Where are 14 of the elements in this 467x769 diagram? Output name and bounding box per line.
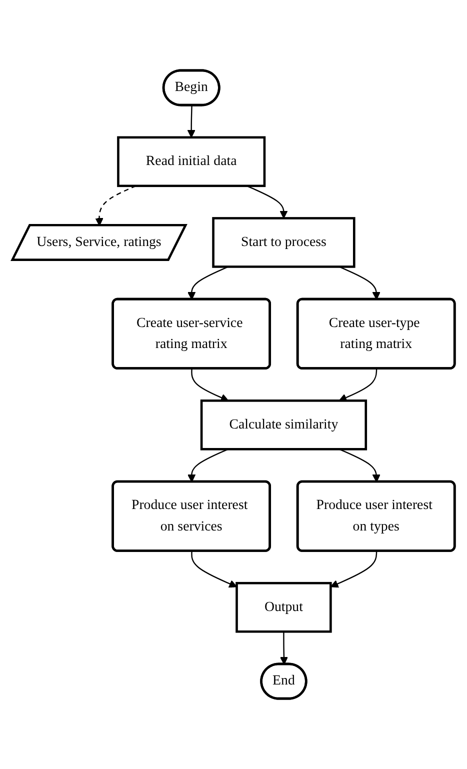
arrow	[191, 551, 238, 588]
arrow	[330, 551, 378, 588]
arrow	[95, 185, 136, 226]
arrow	[191, 368, 229, 402]
arrow	[246, 185, 288, 219]
node-box: Read initial data	[117, 136, 266, 188]
arrow	[188, 266, 229, 300]
arrow	[280, 632, 288, 665]
arrow	[338, 368, 378, 402]
arrow	[187, 106, 196, 138]
node-box: Calculate similarity	[200, 400, 368, 450]
node-box: Start to process	[212, 217, 356, 268]
arrow	[338, 266, 380, 300]
node-box: Output	[236, 582, 332, 633]
